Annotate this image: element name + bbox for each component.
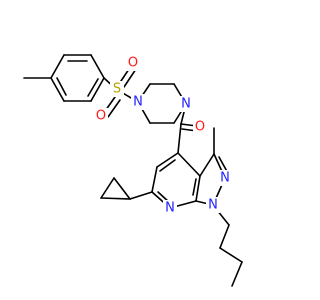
bond	[100, 197, 131, 200]
atom-label-oxygen: O	[195, 120, 205, 135]
bond	[231, 261, 243, 287]
bond	[219, 247, 243, 263]
bond	[50, 77, 65, 102]
atom-label-nitrogen: N	[220, 171, 230, 186]
atom-label-sulfur: S	[113, 82, 121, 97]
bond	[219, 224, 230, 249]
bond	[159, 159, 176, 172]
bond	[123, 68, 137, 88]
bond	[177, 152, 201, 177]
bond	[199, 153, 215, 177]
piperazine-ring	[137, 83, 187, 124]
bond	[192, 178, 197, 196]
bond	[90, 54, 105, 79]
atom-label-nitrogen: N	[165, 201, 175, 216]
atom-labels: S O O N N O N N N	[94, 55, 232, 216]
bond	[50, 54, 65, 79]
bond	[177, 123, 182, 154]
bond	[107, 99, 121, 118]
atom-label-nitrogen: N	[181, 97, 191, 112]
atom-label-oxygen: O	[96, 109, 106, 124]
molecule-structure-diagram: S O O N N O N N N	[23, 54, 243, 287]
bond	[113, 177, 131, 200]
bond	[100, 177, 115, 199]
bond	[90, 77, 105, 102]
pyridine-ring	[151, 152, 201, 209]
bond	[195, 175, 201, 202]
bond	[129, 191, 153, 200]
bond	[156, 152, 179, 168]
cyclopropyl-ring	[100, 177, 131, 200]
bond	[87, 78, 99, 97]
bond	[56, 77, 67, 96]
atom-label-nitrogen: N	[208, 198, 218, 213]
atom-label-nitrogen: N	[133, 95, 143, 110]
tolyl-ring	[50, 54, 105, 102]
molecule-svg: S O O N N O N N N	[23, 54, 243, 287]
atom-label-oxygen: O	[128, 56, 138, 71]
bond	[151, 166, 158, 193]
